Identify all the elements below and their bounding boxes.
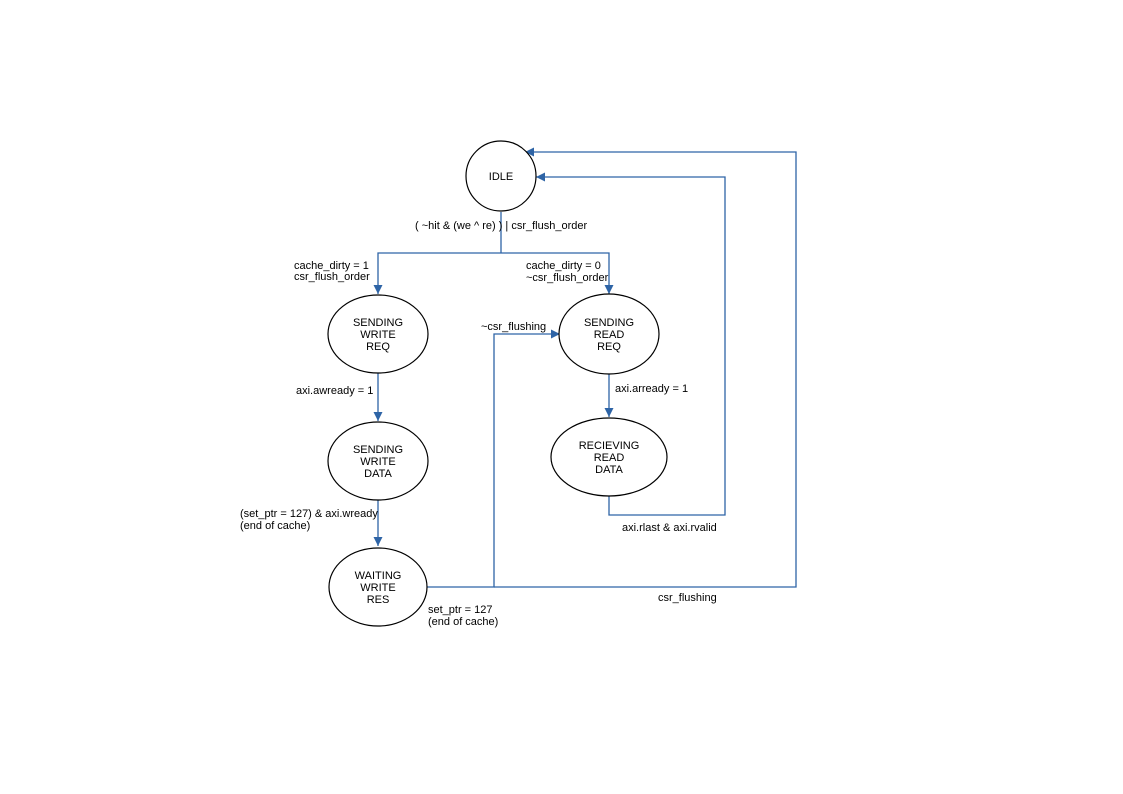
label-wready-line-1: (set_ptr = 127) & axi.wready xyxy=(240,508,378,520)
state-waiting-write-res-line-1: WAITING xyxy=(355,570,402,582)
label-not-flushing: ~csr_flushing xyxy=(481,321,546,333)
label-to-read-line-2: ~csr_flush_order xyxy=(526,272,609,284)
state-sending-write-data-line-2: WRITE xyxy=(360,456,395,468)
state-waiting-write-res-line-3: RES xyxy=(367,594,390,606)
label-set-ptr-line-2: (end of cache) xyxy=(428,616,498,628)
label-arready: axi.arready = 1 xyxy=(615,383,688,395)
state-sending-write-req-line-3: REQ xyxy=(366,341,390,353)
state-recieving-read-data-line-3: DATA xyxy=(595,464,623,476)
state-waiting-write-res-line-2: WRITE xyxy=(360,582,395,594)
state-sending-write-data-line-1: SENDING xyxy=(353,444,403,456)
state-sending-read-req-line-2: READ xyxy=(594,329,625,341)
state-sending-write-req-line-2: WRITE xyxy=(360,329,395,341)
state-sending-write-req-line-1: SENDING xyxy=(353,317,403,329)
label-to-write-line-1: cache_dirty = 1 xyxy=(294,260,369,272)
state-recieving-read-data: RECIEVING READ DATA xyxy=(550,417,668,497)
transitions xyxy=(373,147,797,588)
edge-recieving-to-idle xyxy=(536,172,726,516)
state-sending-write-data-line-3: DATA xyxy=(364,468,392,480)
edge-to-sending-read-req xyxy=(501,252,614,294)
edge-to-sending-write-req xyxy=(373,252,501,294)
state-sending-read-req: SENDING READ REQ xyxy=(558,293,660,375)
label-to-read-line-1: cache_dirty = 0 xyxy=(526,260,601,272)
label-awready: axi.awready = 1 xyxy=(296,385,373,397)
label-wready-line-2: (end of cache) xyxy=(240,520,310,532)
edge-waiting-to-idle xyxy=(494,147,797,588)
state-idle: IDLE xyxy=(465,140,537,212)
label-idle-exit: ( ~hit & (we ^ re) ) | csr_flush_order xyxy=(415,220,587,232)
state-sending-write-req: SENDING WRITE REQ xyxy=(327,294,429,374)
label-rlast: axi.rlast & axi.rvalid xyxy=(622,522,717,534)
state-sending-write-data: SENDING WRITE DATA xyxy=(327,421,429,501)
state-idle-label: IDLE xyxy=(489,171,513,183)
state-recieving-read-data-line-1: RECIEVING xyxy=(579,440,640,452)
state-sending-read-req-line-3: REQ xyxy=(597,341,621,353)
state-waiting-write-res: WAITING WRITE RES xyxy=(328,547,428,627)
label-flushing: csr_flushing xyxy=(658,592,717,604)
edge-waiting-to-read-req xyxy=(427,329,560,588)
state-recieving-read-data-line-2: READ xyxy=(594,452,625,464)
state-sending-read-req-line-1: SENDING xyxy=(584,317,634,329)
label-set-ptr-line-1: set_ptr = 127 xyxy=(428,604,493,616)
label-to-write-line-2: csr_flush_order xyxy=(294,271,370,283)
